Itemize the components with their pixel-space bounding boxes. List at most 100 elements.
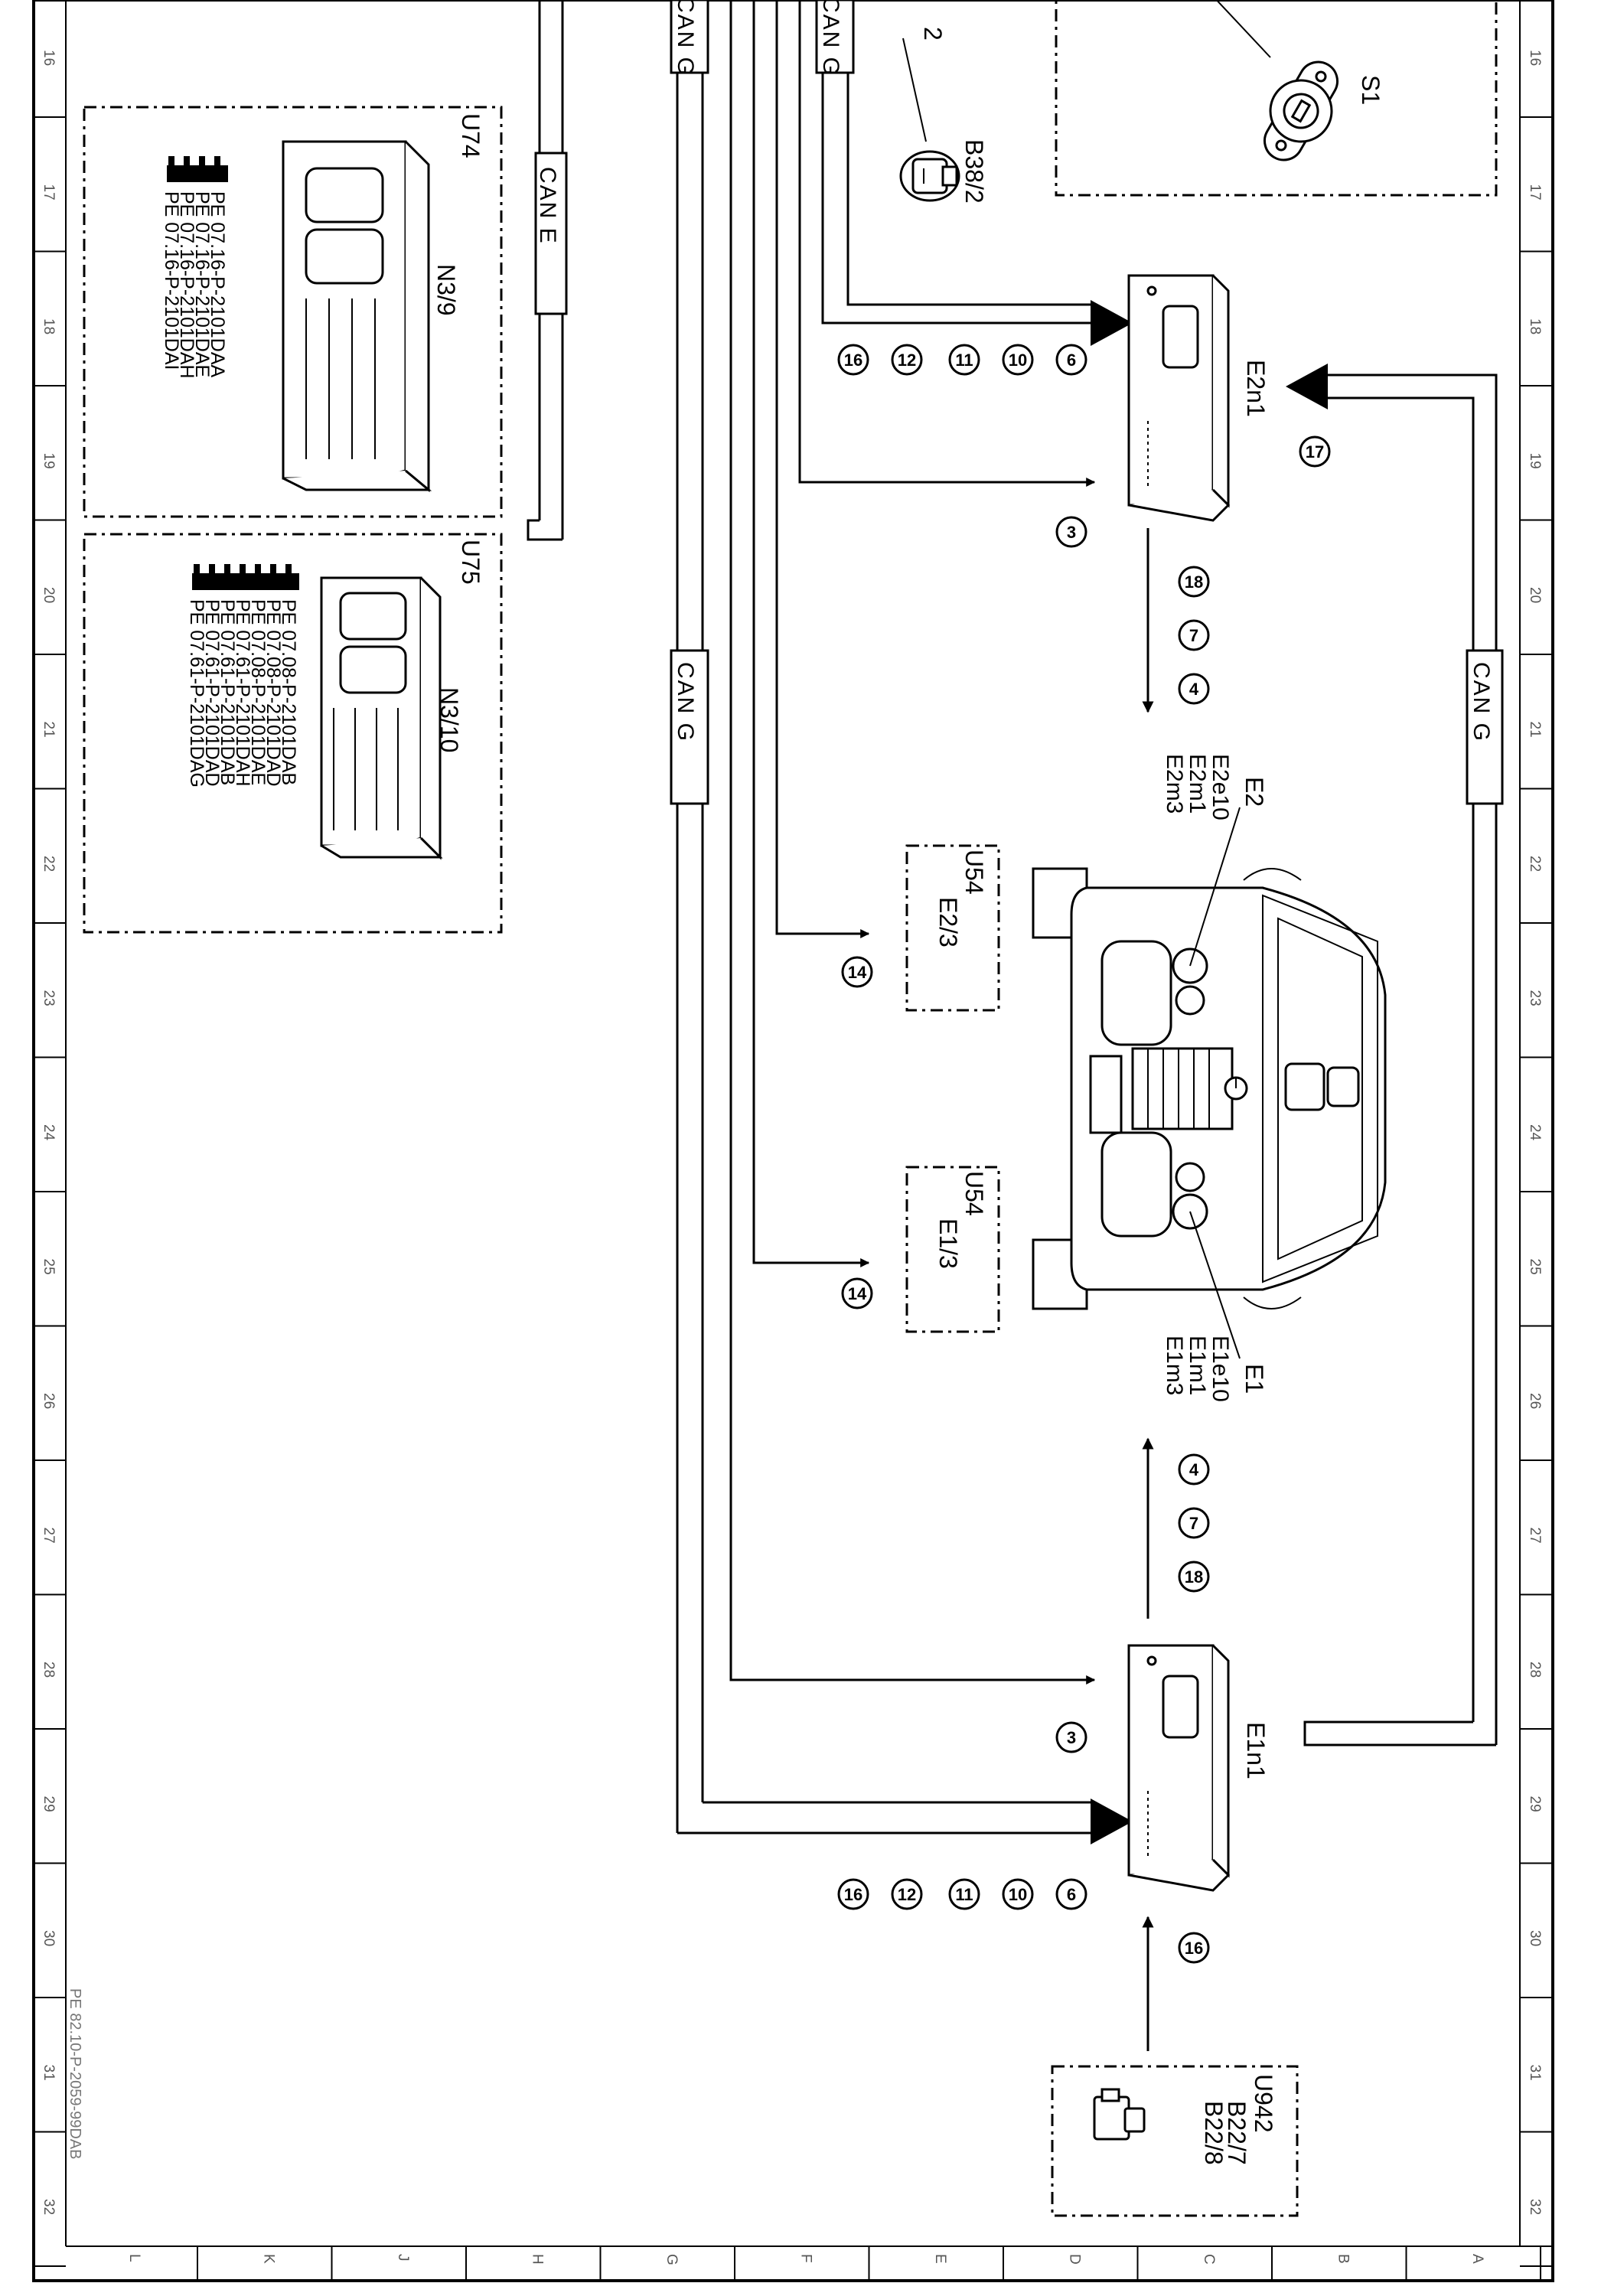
zone-right-17: 17 [1527, 184, 1543, 201]
zone-bottom-G: G [664, 2254, 680, 2265]
signal-e2n1-in: 16 [837, 344, 869, 376]
pe-reference-text: PE 07.08-P-2101DAD [262, 599, 284, 787]
svg-text:3: 3 [1067, 1728, 1076, 1747]
can-e-bus: CAN E [527, 0, 568, 541]
zone-right-27: 27 [1527, 1528, 1543, 1544]
pe-reference-text: PE 07.16-P-2101DAH [176, 191, 197, 379]
pe-reference-text: PE 07.16-P-2101DAI [161, 191, 182, 370]
svg-text:6: 6 [1067, 1885, 1076, 1904]
e1n1-label: E1n1 [1242, 1722, 1270, 1779]
zone-right-26: 26 [1527, 1393, 1543, 1409]
hand-pointer-icon [182, 165, 197, 182]
pe-reference[interactable]: PE 07.08-P-2101DAE [247, 564, 269, 785]
pe-reference-text: PE 07.16-P-2101DAE [191, 191, 213, 377]
zone-right-29: 29 [1527, 1796, 1543, 1812]
can-g-bus-top-right: CAN G [815, 0, 1133, 346]
e1m1-label: E1m1 [1185, 1336, 1210, 1395]
e1e10-label: E1e10 [1208, 1336, 1233, 1402]
svg-text:7: 7 [1189, 1514, 1198, 1533]
pe-reference[interactable]: PE 07.16-P-2101DAI [161, 156, 182, 370]
zone-bottom-J: J [395, 2254, 411, 2262]
signal-e1n1-out: 7 [1178, 1507, 1210, 1539]
signal-e2n1-feed: 17 [1299, 435, 1331, 468]
zone-bottom-E: E [932, 2254, 948, 2264]
signal-e2n1-in: 12 [891, 344, 923, 376]
pe-reference[interactable]: PE 07.61-P-2101DAD [201, 564, 223, 787]
svg-text:11: 11 [955, 351, 973, 370]
e2n1-can-arrow [1091, 300, 1133, 346]
signal-e2n1-in-3: 3 [1055, 516, 1087, 548]
svg-text:7: 7 [1189, 626, 1198, 645]
pe-reference-text: PE 07.61-P-2101DAD [201, 599, 223, 787]
ecu-icon [1127, 1644, 1231, 1892]
pe-reference[interactable]: PE 07.08-P-2101DAB [278, 564, 299, 785]
zone-left-18: 18 [41, 318, 57, 334]
pe-reference[interactable]: PE 07.16-P-2101DAA [207, 156, 228, 378]
pe-reference[interactable]: PE 07.61-P-2101DAB [217, 564, 238, 785]
module-u54-e2-3: U54 E2/3 [905, 844, 1000, 1012]
hand-pointer-icon [223, 573, 238, 590]
hand-pointer-icon [197, 165, 213, 182]
zone-right-23: 23 [1527, 990, 1543, 1006]
control-unit-icon [320, 576, 443, 860]
zone-right-18: 18 [1527, 318, 1543, 334]
grille [1131, 1047, 1234, 1130]
zone-left-32: 32 [41, 2199, 57, 2215]
zone-left-24: 24 [41, 1124, 57, 1141]
zone-right-16: 16 [1527, 50, 1543, 66]
vehicle-front-view [1032, 867, 1387, 1310]
module-u942: U942 B22/7 B22/8 [1051, 2065, 1299, 2217]
svg-text:16: 16 [1185, 1939, 1203, 1958]
signal-e2n1-in: 6 [1055, 344, 1087, 376]
zone-right-20: 20 [1527, 587, 1543, 603]
can-g-right-label: CAN G [1469, 662, 1494, 742]
pe-reference-text: PE 07.08-P-2101DAE [247, 599, 269, 785]
pe-reference-text: PE 07.08-P-2101DAB [278, 599, 299, 785]
zone-left-27: 27 [41, 1528, 57, 1544]
e2e10-label: E2e10 [1208, 754, 1233, 820]
pe-reference[interactable]: PE 07.16-P-2101DAH [176, 156, 197, 379]
zone-bottom-C: C [1201, 2254, 1217, 2265]
zone-bottom-L: L [126, 2254, 142, 2262]
zone-left-21: 21 [41, 722, 57, 738]
zone-bottom-B: B [1335, 2254, 1352, 2264]
zone-left-31: 31 [41, 2065, 57, 2081]
svg-text:3: 3 [1067, 523, 1076, 542]
zone-left-25: 25 [41, 1259, 57, 1275]
u942-label: U942 [1250, 2074, 1277, 2133]
svg-text:17: 17 [1306, 442, 1324, 461]
signal-e2-3-in: 14 [841, 956, 873, 988]
zone-bottom-K: K [261, 2254, 277, 2264]
e1m3-label: E1m3 [1162, 1336, 1187, 1395]
ecu-icon [1127, 274, 1231, 522]
b22-7-label: B22/7 [1223, 2101, 1250, 2165]
e1-label: E1 [1241, 1364, 1268, 1394]
svg-text:4: 4 [1189, 1460, 1199, 1479]
zone-left-23: 23 [41, 990, 57, 1006]
u54-b-label: U54 [960, 1171, 988, 1216]
svg-text:16: 16 [844, 351, 862, 370]
zone-left-20: 20 [41, 587, 57, 603]
hand-pointer-icon [213, 165, 228, 182]
pe-reference[interactable]: PE 07.61-P-2101DAG [186, 564, 207, 788]
can-g-top-left-label: CAN G [673, 0, 698, 77]
pe-reference[interactable]: PE 07.08-P-2101DAD [262, 564, 284, 787]
svg-text:4: 4 [1189, 680, 1199, 699]
svg-text:16: 16 [844, 1885, 862, 1904]
svg-text:18: 18 [1185, 1567, 1203, 1587]
pe-reference[interactable]: PE 07.16-P-2101DAE [191, 156, 213, 377]
svg-text:10: 10 [1009, 1885, 1027, 1904]
signal-e2n1-out: 18 [1178, 566, 1210, 598]
can-g-mid-label: CAN G [673, 662, 698, 742]
zone-bottom-A: A [1469, 2254, 1485, 2264]
svg-text:14: 14 [848, 1284, 867, 1303]
can-e-label: CAN E [535, 167, 560, 245]
signal-e1n1-in: 16 [837, 1878, 869, 1910]
pe-reference[interactable]: PE 07.61-P-2101DAH [232, 564, 253, 787]
signal-e2n1-in: 11 [948, 344, 980, 376]
